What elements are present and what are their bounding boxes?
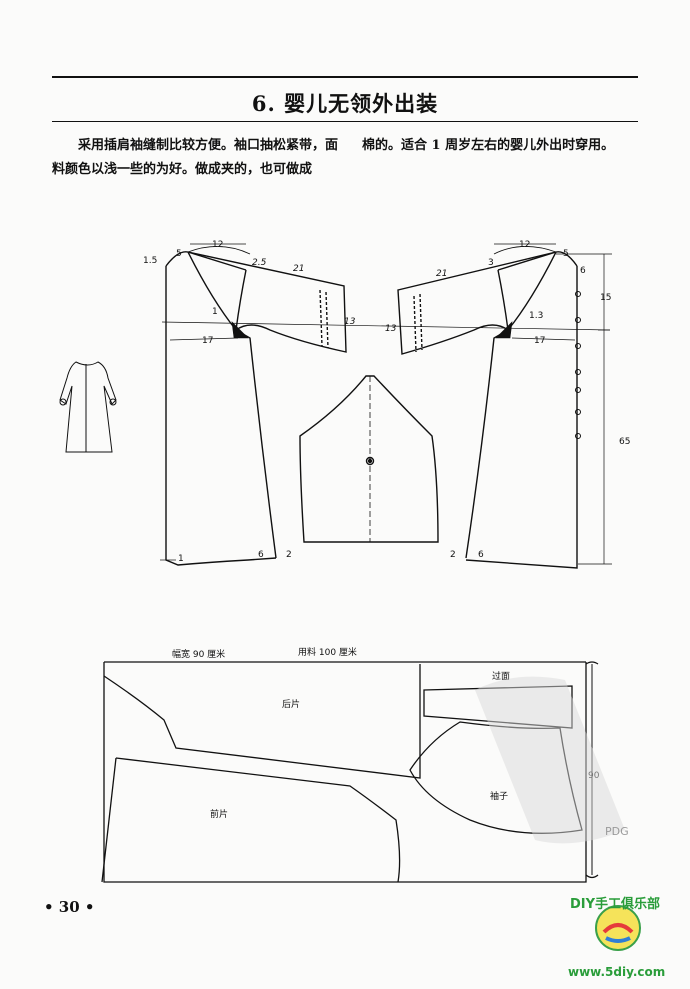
label-13-right: 13 (385, 324, 397, 334)
garment-sketch (59, 361, 117, 453)
sleeve-pattern (299, 375, 439, 543)
front-label: 前片 (210, 808, 228, 820)
label-13-left: 13 (344, 317, 356, 327)
top-rule (52, 76, 638, 78)
guide-lines (160, 243, 612, 565)
sleeve-label: 袖子 (490, 790, 508, 802)
label-1-5: 1.5 (143, 256, 157, 266)
label-15: 15 (600, 293, 611, 303)
label-3-right: 3 (488, 258, 494, 268)
description-col-1: 采用插肩袖缝制比较方便。袖口抽松紧带，面料颜色以浅一些的为好。做成夹的，也可做成 (52, 138, 339, 177)
front-panel (397, 246, 578, 569)
label-21-left: 21 (293, 264, 304, 274)
length-label: 用料 100 厘米 (298, 646, 357, 658)
facing-label: 过面 (492, 670, 510, 682)
label-6-bottom-left: 6 (258, 550, 264, 560)
title-underline (52, 121, 638, 122)
label-2-bottom-left: 2 (286, 550, 292, 560)
label-1-3: 1.3 (529, 311, 543, 321)
page-number: • 30 • (44, 898, 95, 916)
dimension-labels: 1.5 5 12 2.5 21 13 1 17 1 6 2 12 5 3 6 1… (143, 240, 630, 564)
label-1-left: 1 (212, 307, 218, 317)
description-col-2: 棉的。适合 1 周岁左右的婴儿外出时穿用。 (362, 138, 615, 153)
label-6-bottom-right: 6 (478, 550, 484, 560)
label-65: 65 (619, 437, 630, 447)
label-2-5: 2.5 (252, 258, 267, 268)
page-title: 6. 婴儿无领外出装 (251, 91, 439, 116)
logo-url: www.5diy.com (568, 965, 665, 979)
back-label: 后片 (282, 698, 300, 710)
buttons (575, 291, 581, 439)
label-6-right: 6 (580, 266, 586, 276)
watermark-pdg: PDG (605, 825, 629, 838)
label-17-right: 17 (534, 336, 545, 346)
back-panel (165, 246, 347, 566)
label-17-left: 17 (202, 336, 213, 346)
label-2-bottom-right: 2 (450, 550, 456, 560)
width-label: 幅宽 90 厘米 (172, 648, 225, 660)
label-21-right: 21 (436, 269, 447, 279)
label-12-left: 12 (212, 240, 223, 250)
logo-text: DIY手工俱乐部 (570, 896, 660, 912)
watermark-logo: PDG (475, 676, 629, 844)
diy-club-logo: DIY手工俱乐部 www.5diy.com (568, 896, 665, 979)
label-1-bottom-left: 1 (178, 554, 184, 564)
label-5-right: 5 (563, 249, 569, 259)
label-5-left: 5 (176, 249, 182, 259)
label-12-right: 12 (519, 240, 530, 250)
